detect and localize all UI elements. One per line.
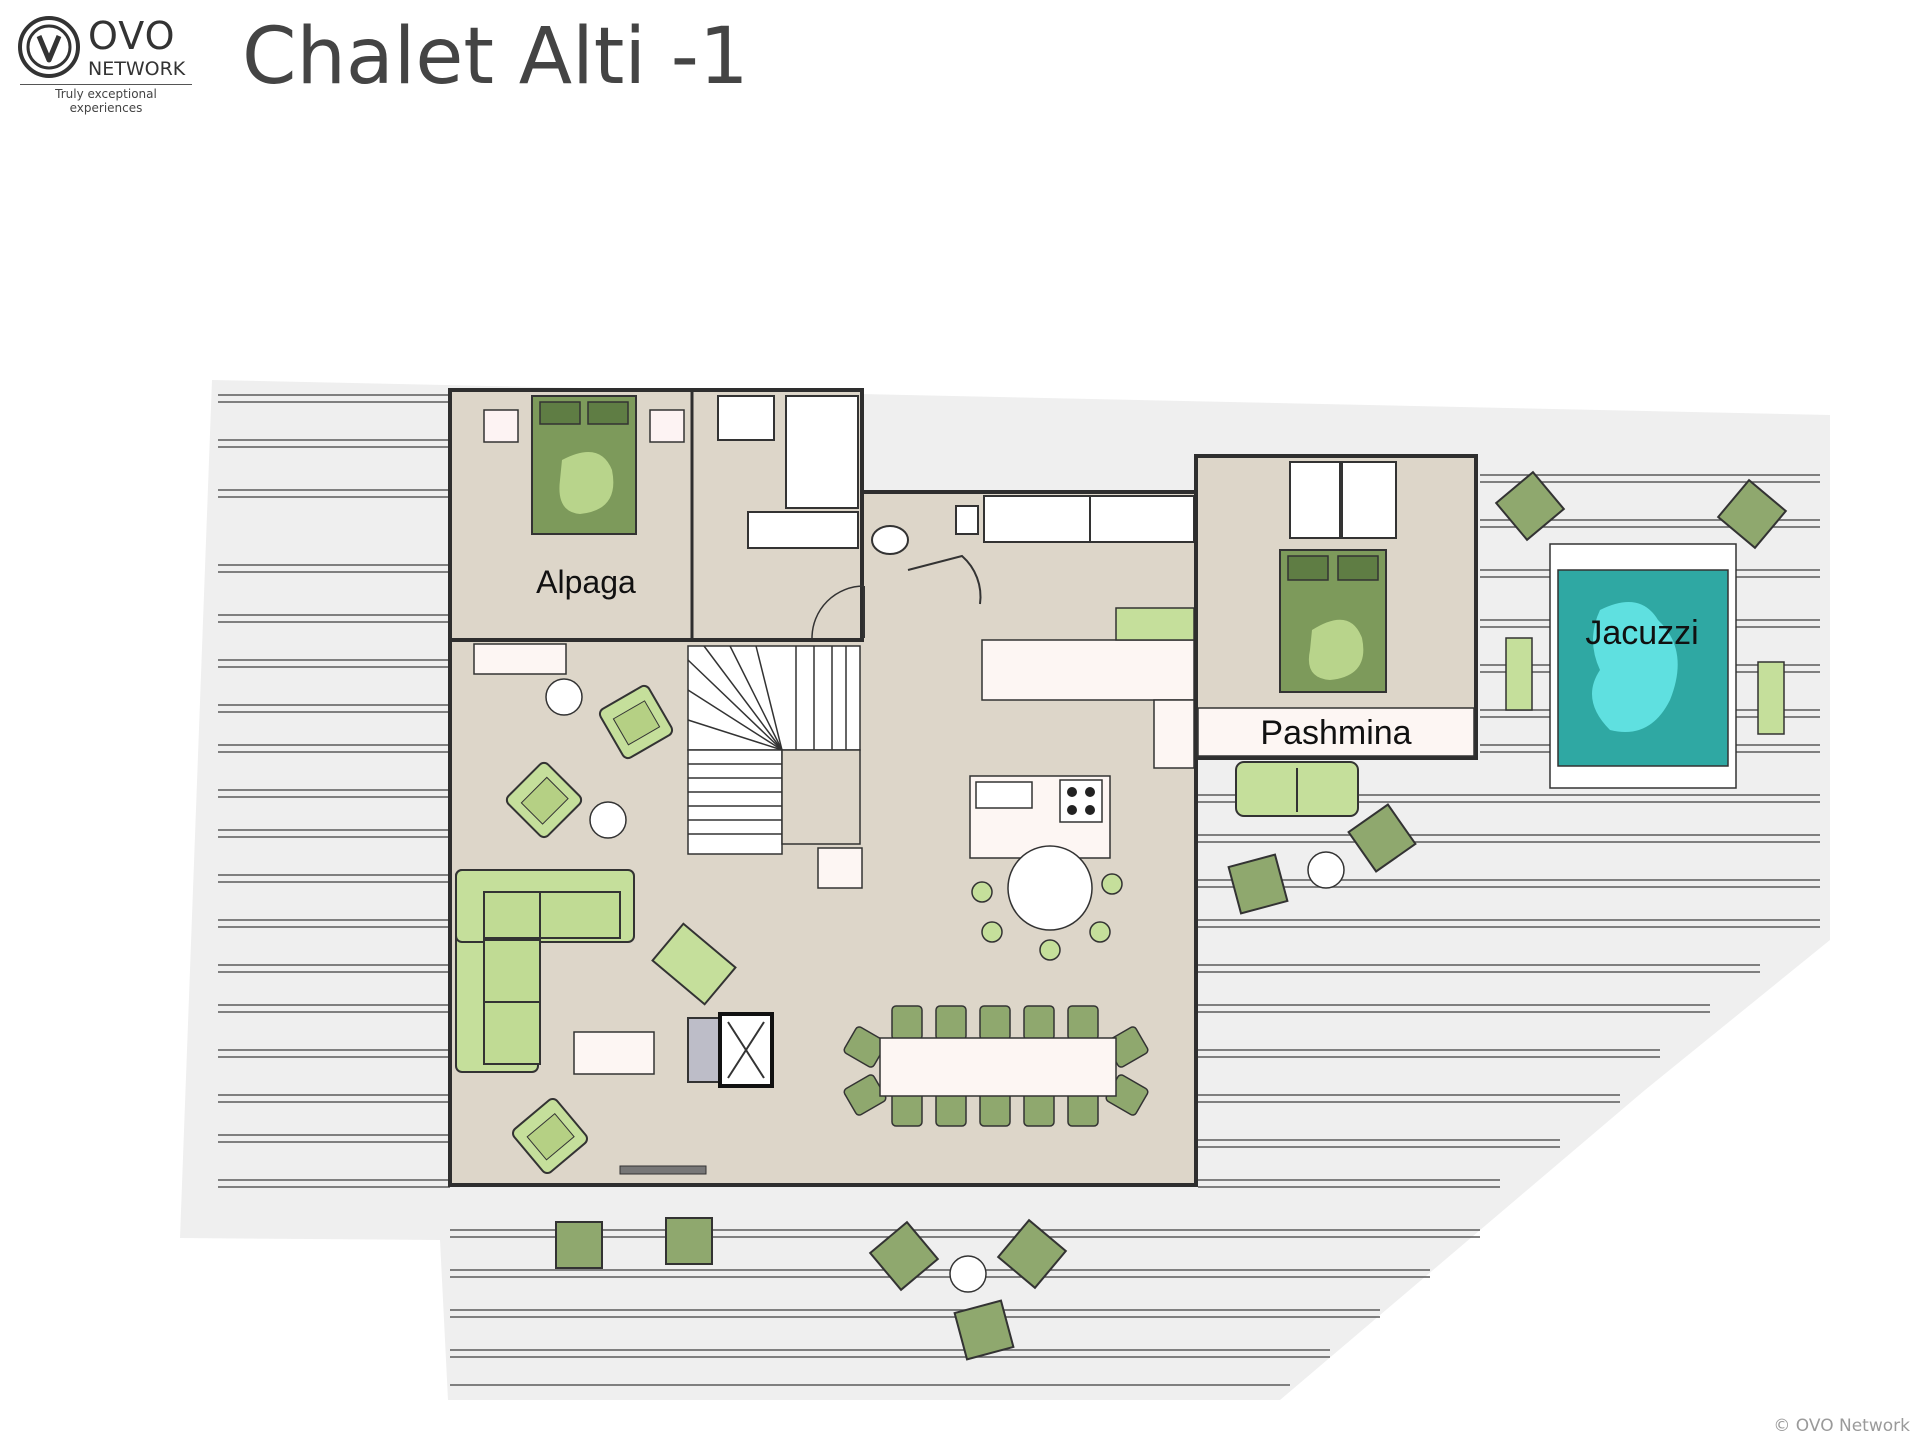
toilet-cistern (955, 505, 979, 535)
page-title: Chalet Alti -1 (242, 12, 749, 102)
jacuzzi-step (1757, 661, 1785, 735)
side-table-round (589, 801, 627, 839)
deck-chair (868, 1220, 940, 1292)
deck-chair (665, 1217, 713, 1265)
armchair (512, 1098, 588, 1174)
dining-table-round (1007, 845, 1093, 931)
header: OVO NETWORK Truly exceptional experience… (0, 0, 1920, 115)
logo-network: NETWORK (88, 58, 186, 80)
kitchen-counter (981, 639, 1195, 701)
stools (971, 873, 1123, 961)
deck-chair (953, 1299, 1015, 1361)
deck-chair (555, 1221, 603, 1269)
bed-alpaga (531, 395, 637, 535)
wardrobe (1089, 495, 1195, 543)
copyright: © OVO Network (1773, 1416, 1910, 1436)
deck-chair (1716, 478, 1788, 550)
room-label-jacuzzi: Jacuzzi (1585, 614, 1698, 652)
outdoor-side-table (949, 1255, 987, 1293)
deck-chair (1227, 853, 1289, 915)
kitchen-counter-green (1115, 607, 1195, 641)
deck-chair (1494, 470, 1566, 542)
ovo-network-logo[interactable]: OVO NETWORK Truly exceptional experience… (18, 14, 193, 115)
shower (785, 395, 859, 509)
jacuzzi-bubbles (1592, 602, 1678, 732)
wardrobe (983, 495, 1091, 543)
armchair (505, 761, 583, 839)
coffee-table (573, 1031, 655, 1075)
shower (1341, 461, 1397, 539)
console-table (473, 643, 567, 675)
landing (781, 749, 861, 845)
toilet (871, 525, 909, 555)
sink (717, 395, 775, 441)
radiator (619, 1165, 707, 1175)
fireplace (687, 1012, 774, 1088)
logo-tagline: Truly exceptional experiences (20, 84, 192, 115)
armchair (598, 684, 674, 760)
deck-chair (996, 1218, 1068, 1290)
logo-word: OVO (88, 14, 176, 58)
kitchen-island (969, 775, 1111, 859)
door-swing (811, 585, 865, 639)
nightstand-right (649, 409, 685, 443)
side-table (817, 847, 863, 889)
nightstand-left (483, 409, 519, 443)
ovo-logo-icon (18, 16, 80, 78)
bed-pashmina (1279, 549, 1387, 693)
side-table-round (545, 678, 583, 716)
vanity (747, 511, 859, 549)
outdoor-side-table (1307, 851, 1345, 889)
room-label-pashmina: Pashmina (1260, 714, 1411, 752)
dining-table (879, 1037, 1117, 1097)
sink (1289, 461, 1341, 539)
sectional-sofa (455, 869, 635, 1073)
jacuzzi-step (1505, 637, 1533, 711)
door-swing (907, 554, 982, 605)
pashmina-label-band (1197, 707, 1475, 757)
room-label-alpaga: Alpaga (536, 564, 636, 600)
outdoor-sofa (1235, 761, 1359, 817)
ottoman (651, 922, 737, 1006)
deck-chair (1347, 803, 1417, 873)
staircase (687, 645, 861, 855)
kitchen-counter (1153, 699, 1195, 769)
